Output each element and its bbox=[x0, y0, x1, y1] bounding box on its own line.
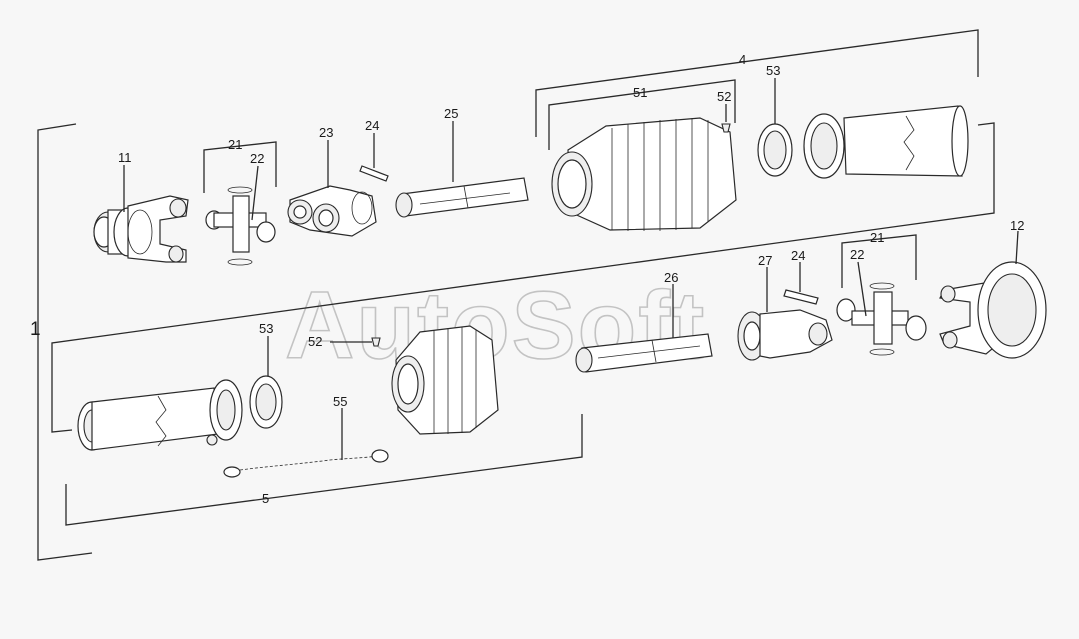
bracket-51 bbox=[548, 79, 736, 150]
callout-26: 26 bbox=[664, 270, 678, 285]
part-52-screw-top bbox=[721, 123, 731, 133]
part-27-inner-yoke-right bbox=[737, 309, 833, 361]
part-12-outer-yoke bbox=[939, 261, 1047, 359]
bracket-5 bbox=[65, 414, 583, 526]
part-21-universal-cross-right bbox=[836, 282, 927, 356]
part-23-inner-yoke bbox=[287, 185, 377, 237]
callout-12: 12 bbox=[1010, 218, 1024, 233]
part-11-yoke-shaft-end bbox=[93, 195, 189, 263]
callout-55: 55 bbox=[333, 394, 347, 409]
callout-27: 27 bbox=[758, 253, 772, 268]
callout-4: 4 bbox=[739, 52, 746, 67]
part-4-outer-tube-top bbox=[803, 105, 969, 179]
callout-52-bottom: 52 bbox=[308, 334, 322, 349]
callout-23: 23 bbox=[319, 125, 333, 140]
callout-21-top: 21 bbox=[228, 137, 242, 152]
callout-5: 5 bbox=[262, 491, 269, 506]
part-24-pin-top bbox=[359, 165, 389, 182]
callout-1: 1 bbox=[30, 319, 41, 340]
callout-11: 11 bbox=[118, 150, 132, 165]
part-21-universal-cross-top bbox=[205, 186, 276, 266]
callout-53-top: 53 bbox=[766, 63, 780, 78]
bracket-21-top bbox=[203, 141, 277, 193]
part-25-inner-profile-tube bbox=[395, 177, 529, 218]
part-51-protective-cone-top bbox=[551, 117, 737, 231]
callout-22-right: 22 bbox=[850, 247, 864, 262]
part-24-pin-right bbox=[783, 289, 819, 305]
callout-21-right: 21 bbox=[870, 230, 884, 245]
callout-24-top: 24 bbox=[365, 118, 379, 133]
part-53-bearing-ring-top bbox=[757, 123, 793, 177]
callout-51: 51 bbox=[633, 85, 647, 100]
callout-53-bottom: 53 bbox=[259, 321, 273, 336]
part-26-outer-profile-tube bbox=[575, 333, 713, 373]
part-5-outer-tube-bottom bbox=[77, 379, 243, 451]
callout-22-top: 22 bbox=[250, 151, 264, 166]
callout-52-top: 52 bbox=[717, 89, 731, 104]
bracket-1 bbox=[37, 123, 93, 561]
part-52-screw-bottom bbox=[371, 337, 381, 347]
callout-24-right: 24 bbox=[791, 248, 805, 263]
part-51-protective-cone-bottom bbox=[391, 325, 499, 435]
part-53-bearing-ring-bottom bbox=[249, 375, 283, 429]
bracket-4 bbox=[535, 29, 979, 137]
callout-25: 25 bbox=[444, 106, 458, 121]
bracket-upper-right bbox=[51, 122, 995, 433]
part-55-safety-chain bbox=[223, 449, 389, 478]
bracket-21-right bbox=[841, 234, 917, 288]
